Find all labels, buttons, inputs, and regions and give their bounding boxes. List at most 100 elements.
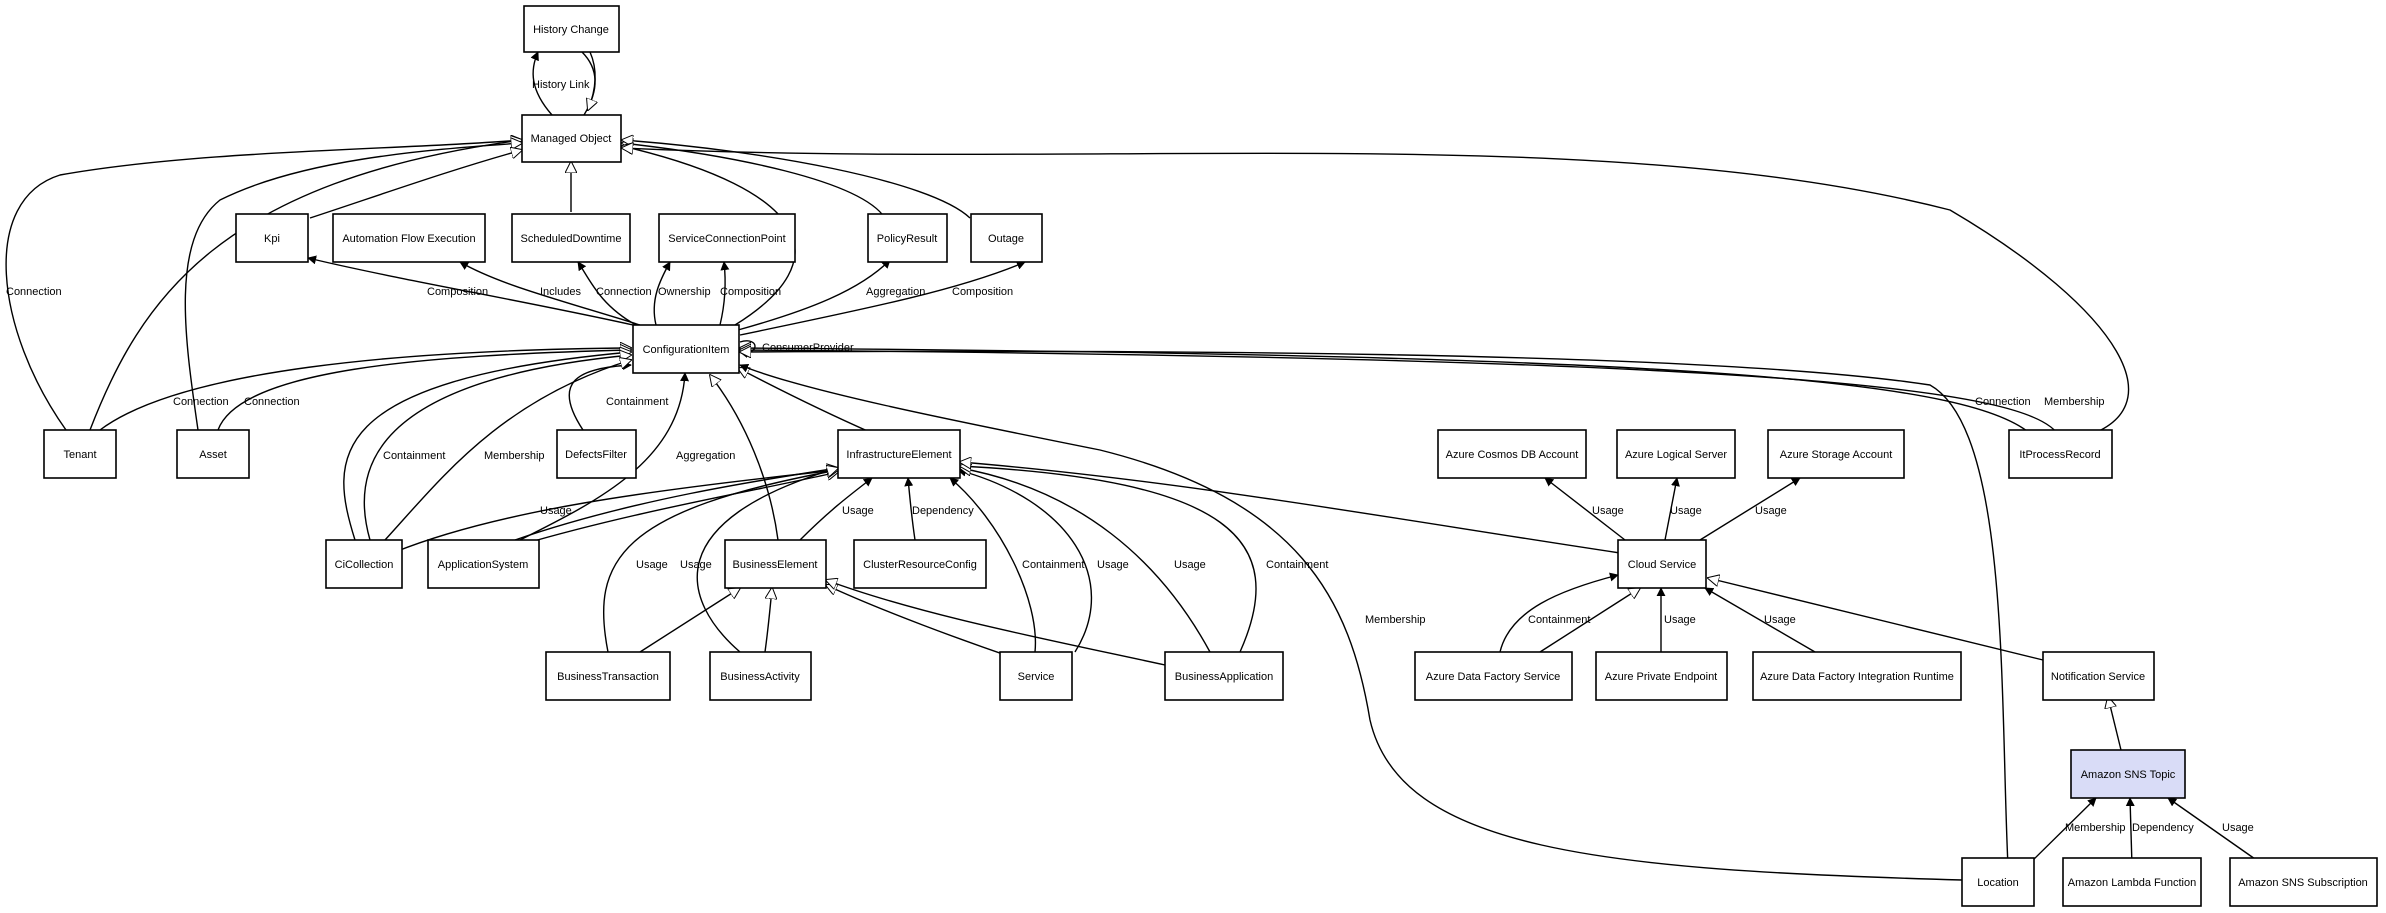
edge-svc-ie-u bbox=[957, 467, 1092, 653]
node-amazon-lambda-function[interactable]: Amazon Lambda Function bbox=[2062, 857, 2202, 907]
edge-label: Membership bbox=[2044, 396, 2105, 408]
node-azure-data-factory-service[interactable]: Azure Data Factory Service bbox=[1414, 651, 1573, 701]
svg-text:Azure Private Endpoint: Azure Private Endpoint bbox=[1605, 671, 1718, 683]
node-history-change[interactable]: History Change bbox=[523, 5, 620, 53]
edge-label: Usage bbox=[1664, 614, 1696, 626]
edge-kpi-mo bbox=[309, 150, 522, 219]
edge-label: Usage bbox=[2222, 822, 2254, 834]
svg-text:Azure Data Factory Integration: Azure Data Factory Integration Runtime bbox=[1760, 671, 1954, 683]
edge-label: Usage bbox=[1174, 559, 1206, 571]
svg-text:Amazon SNS Subscription: Amazon SNS Subscription bbox=[2238, 877, 2368, 889]
node-policy-result[interactable]: PolicyResult bbox=[867, 213, 948, 263]
edge-loc-ci bbox=[740, 351, 2009, 867]
edge-history-link-up bbox=[530, 51, 553, 116]
edge-label: Containment bbox=[1528, 614, 1590, 626]
edge-as-ie2 bbox=[514, 468, 838, 541]
edge-ipr-ci-conn bbox=[740, 348, 2036, 439]
node-asset[interactable]: Asset bbox=[176, 429, 250, 479]
svg-text:Azure Cosmos DB Account: Azure Cosmos DB Account bbox=[1446, 449, 1579, 461]
edge-crc-ie bbox=[904, 477, 916, 541]
edge-label: Usage bbox=[1670, 505, 1702, 517]
edge-bt-ie bbox=[602, 470, 838, 653]
edge-bapp-ie-u bbox=[960, 468, 1211, 653]
svg-text:ClusterResourceConfig: ClusterResourceConfig bbox=[863, 559, 977, 571]
edge-label: Membership bbox=[1365, 614, 1426, 626]
node-service-connection-point[interactable]: ServiceConnectionPoint bbox=[658, 213, 796, 263]
node-business-application[interactable]: BusinessApplication bbox=[1164, 651, 1284, 701]
edge-ba-be bbox=[764, 588, 772, 653]
node-business-element[interactable]: BusinessElement bbox=[724, 539, 827, 589]
edge-sub-sns bbox=[2167, 797, 2266, 867]
edge-be-ci bbox=[710, 375, 779, 541]
node-application-system[interactable]: ApplicationSystem bbox=[427, 539, 540, 589]
svg-text:ServiceConnectionPoint: ServiceConnectionPoint bbox=[668, 233, 785, 245]
node-amazon-sns-subscription[interactable]: Amazon SNS Subscription bbox=[2229, 857, 2378, 907]
node-tenant[interactable]: Tenant bbox=[43, 429, 117, 479]
node-automation-flow-execution[interactable]: Automation Flow Execution bbox=[332, 213, 486, 263]
svg-text:Azure Data Factory Service: Azure Data Factory Service bbox=[1426, 671, 1561, 683]
node-azure-cosmos-db-account[interactable]: Azure Cosmos DB Account bbox=[1437, 429, 1587, 479]
node-scheduled-downtime[interactable]: ScheduledDowntime bbox=[511, 213, 631, 263]
svg-text:Location: Location bbox=[1977, 877, 2019, 889]
edge-label: Composition bbox=[427, 286, 488, 298]
edge-label: Ownership bbox=[658, 286, 711, 298]
svg-text:BusinessElement: BusinessElement bbox=[733, 559, 818, 571]
edge-label: Usage bbox=[1764, 614, 1796, 626]
node-managed-object[interactable]: Managed Object bbox=[521, 114, 622, 163]
edge-ci-kpi bbox=[307, 255, 634, 326]
node-outage[interactable]: Outage bbox=[970, 213, 1043, 263]
svg-text:Asset: Asset bbox=[199, 449, 227, 461]
edge-label: ConsumerProvider bbox=[762, 342, 854, 354]
edge-label: Connection bbox=[173, 396, 229, 408]
edge-ci-pr bbox=[737, 259, 891, 331]
svg-text:ConfigurationItem: ConfigurationItem bbox=[643, 344, 730, 356]
edge-label: Usage bbox=[1097, 559, 1129, 571]
node-configuration-item[interactable]: ConfigurationItem bbox=[632, 324, 740, 374]
svg-text:Kpi: Kpi bbox=[264, 233, 280, 245]
node-azure-private-endpoint[interactable]: Azure Private Endpoint bbox=[1595, 651, 1728, 701]
edge-tenant-mo-connection bbox=[5, 140, 522, 431]
node-service[interactable]: Service bbox=[999, 651, 1073, 701]
edge-bapp-ie-c bbox=[960, 466, 1257, 653]
svg-text:DefectsFilter: DefectsFilter bbox=[565, 449, 627, 461]
node-business-activity[interactable]: BusinessActivity bbox=[709, 651, 812, 701]
svg-text:Notification Service: Notification Service bbox=[2051, 671, 2145, 683]
node-cluster-resource-config[interactable]: ClusterResourceConfig bbox=[853, 539, 987, 589]
edge-ci-scp-own bbox=[653, 261, 671, 326]
svg-text:ScheduledDowntime: ScheduledDowntime bbox=[521, 233, 622, 245]
svg-text:BusinessTransaction: BusinessTransaction bbox=[557, 671, 659, 683]
edge-be-ie bbox=[799, 477, 873, 541]
node-cloud-service[interactable]: Cloud Service bbox=[1617, 539, 1707, 589]
edge-ci-outage bbox=[739, 261, 1026, 336]
edge-label: Dependency bbox=[912, 505, 974, 517]
svg-text:Azure Logical Server: Azure Logical Server bbox=[1625, 449, 1727, 461]
svg-text:Automation Flow Execution: Automation Flow Execution bbox=[342, 233, 475, 245]
node-kpi[interactable]: Kpi bbox=[235, 213, 309, 263]
edge-svc-ie-c bbox=[949, 477, 1037, 653]
node-azure-logical-server[interactable]: Azure Logical Server bbox=[1616, 429, 1736, 479]
node-infrastructure-element[interactable]: InfrastructureElement bbox=[837, 429, 961, 479]
edge-ipr-ci-memb bbox=[740, 350, 2061, 439]
edge-outage-mo bbox=[622, 140, 971, 219]
node-ci-collection[interactable]: CiCollection bbox=[325, 539, 403, 589]
node-azure-storage-account[interactable]: Azure Storage Account bbox=[1767, 429, 1905, 479]
node-it-process-record[interactable]: ItProcessRecord bbox=[2008, 429, 2113, 479]
node-azure-data-factory-integration-runtime[interactable]: Azure Data Factory Integration Runtime bbox=[1752, 651, 1962, 701]
edge-label: Containment bbox=[1266, 559, 1328, 571]
edge-label: Composition bbox=[720, 286, 781, 298]
edge-label: Usage bbox=[680, 559, 712, 571]
edge-label: Connection bbox=[596, 286, 652, 298]
edge-label: Membership bbox=[2065, 822, 2126, 834]
edge-tenant-mo bbox=[89, 140, 522, 431]
edge-lambda-sns bbox=[2125, 797, 2135, 867]
svg-text:ItProcessRecord: ItProcessRecord bbox=[2019, 449, 2100, 461]
edge-ipr-mo bbox=[622, 148, 2130, 439]
svg-text:Azure Storage Account: Azure Storage Account bbox=[1780, 449, 1893, 461]
node-business-transaction[interactable]: BusinessTransaction bbox=[545, 651, 671, 701]
node-amazon-sns-topic[interactable]: Amazon SNS Topic bbox=[2070, 749, 2186, 799]
node-notification-service[interactable]: Notification Service bbox=[2042, 651, 2155, 701]
edge-history-change-generalization bbox=[588, 51, 595, 110]
node-location[interactable]: Location bbox=[1961, 857, 2035, 907]
node-defects-filter[interactable]: DefectsFilter bbox=[556, 429, 637, 479]
edge-label: Usage bbox=[1755, 505, 1787, 517]
